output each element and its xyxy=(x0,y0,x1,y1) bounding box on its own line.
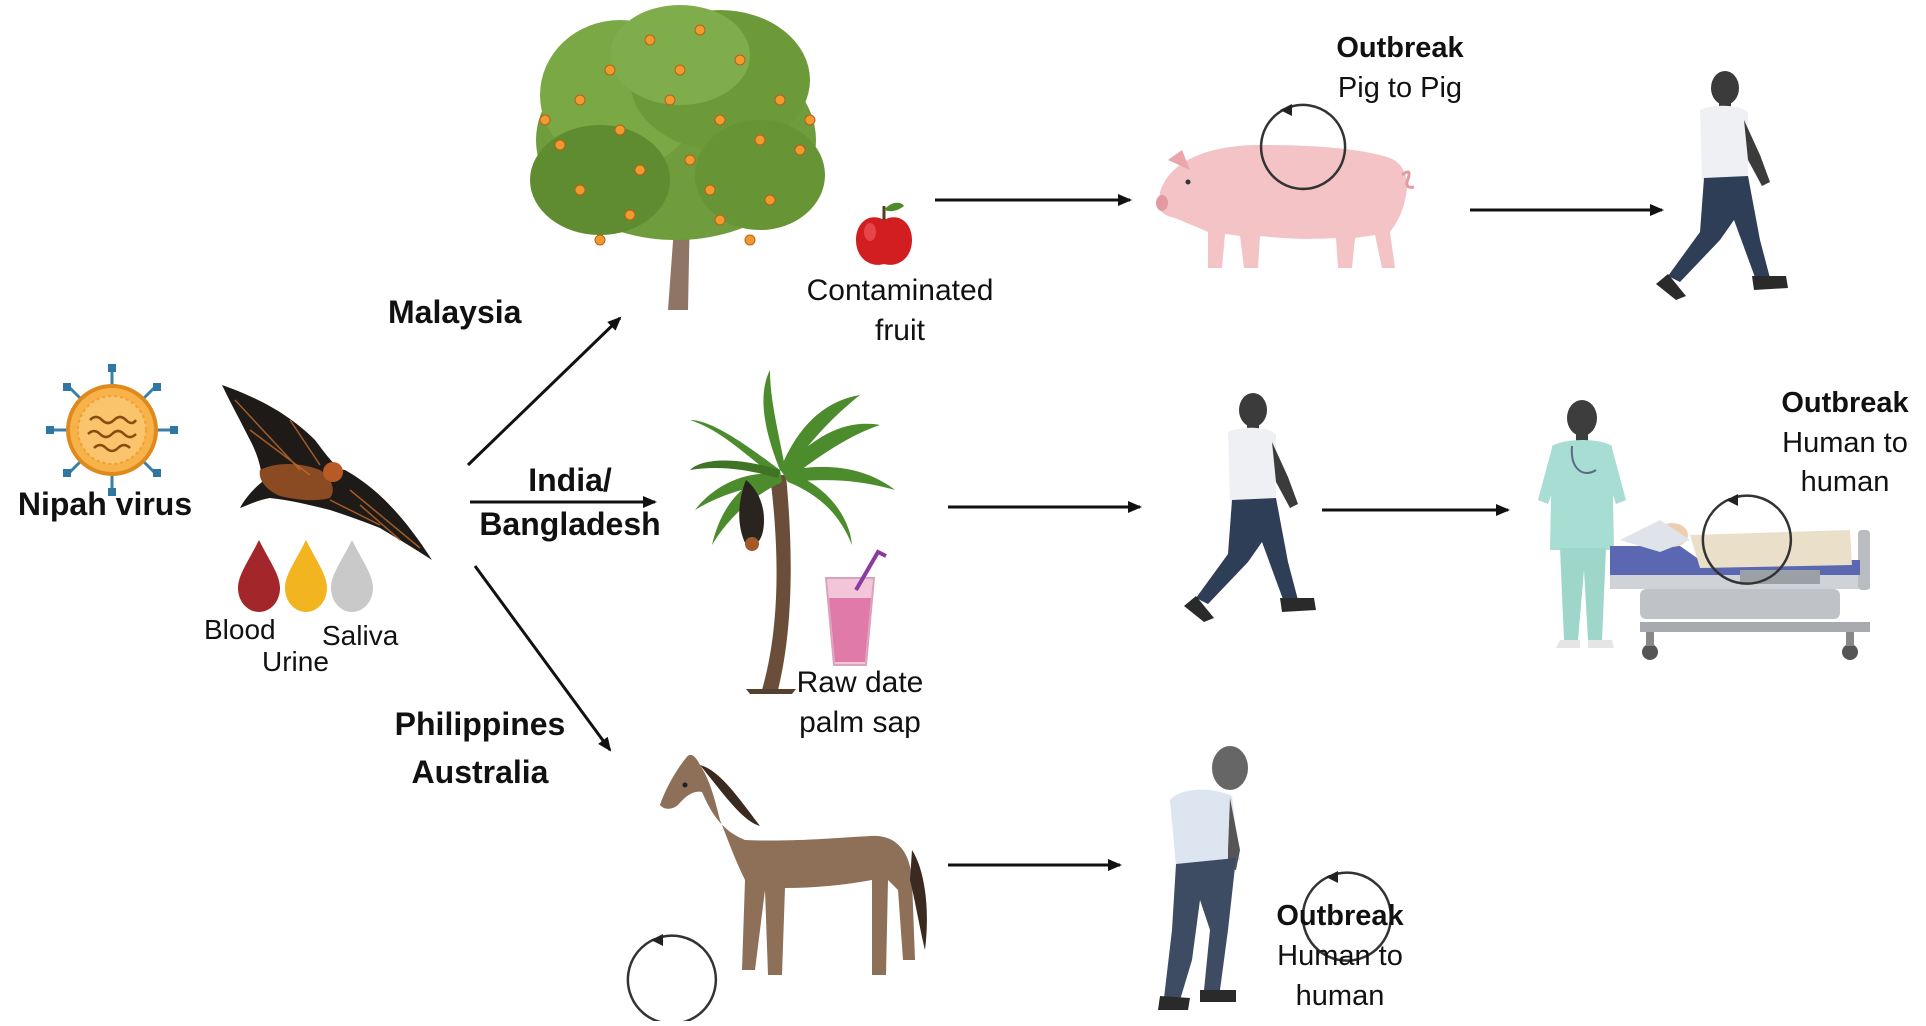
outbreak-sub-india-1: Human to xyxy=(1770,425,1920,461)
virus-icon xyxy=(46,364,178,496)
outbreak-sub-malaysia: Pig to Pig xyxy=(1320,70,1480,106)
contaminated-fruit-label-1: Contaminated xyxy=(800,272,1000,310)
cycle-arrow-icon xyxy=(628,934,716,1021)
region-india: India/ xyxy=(465,460,675,500)
virus-label: Nipah virus xyxy=(10,484,200,524)
blood-label: Blood xyxy=(204,612,276,647)
region-bangladesh: Bangladesh xyxy=(465,504,675,544)
outbreak-title-philippines: Outbreak xyxy=(1265,898,1415,934)
region-philippines: Philippines xyxy=(380,704,580,744)
elderly-person-icon xyxy=(1158,746,1248,1010)
walking-person-icon xyxy=(1656,71,1788,300)
arrow-to-malaysia xyxy=(468,318,620,465)
tree-icon xyxy=(530,5,825,310)
urine-drop-icon xyxy=(285,540,327,612)
doctor-icon xyxy=(1538,400,1626,648)
pig-icon xyxy=(1156,145,1414,268)
hospital-bed-icon xyxy=(1610,520,1870,660)
walking-person-icon xyxy=(1184,393,1316,622)
blood-drop-icon xyxy=(238,540,280,612)
saliva-label: Saliva xyxy=(322,618,398,653)
outbreak-title-india: Outbreak xyxy=(1770,385,1920,421)
horse-icon xyxy=(660,755,927,975)
saliva-drop-icon xyxy=(331,540,373,612)
contaminated-fruit-label-2: fruit xyxy=(800,312,1000,350)
urine-label: Urine xyxy=(262,644,329,679)
raw-date-label-1: Raw date xyxy=(780,664,940,702)
outbreak-title-malaysia: Outbreak xyxy=(1320,30,1480,66)
raw-date-label-2: palm sap xyxy=(780,704,940,742)
bat-icon xyxy=(222,385,432,560)
outbreak-sub-philippines-1: Human to xyxy=(1265,938,1415,974)
outbreak-sub-philippines-2: human xyxy=(1265,978,1415,1014)
region-malaysia: Malaysia xyxy=(388,292,521,332)
juice-glass-icon xyxy=(826,552,886,665)
apple-icon xyxy=(856,203,912,265)
outbreak-sub-india-2: human xyxy=(1770,464,1920,500)
region-australia: Australia xyxy=(380,752,580,792)
